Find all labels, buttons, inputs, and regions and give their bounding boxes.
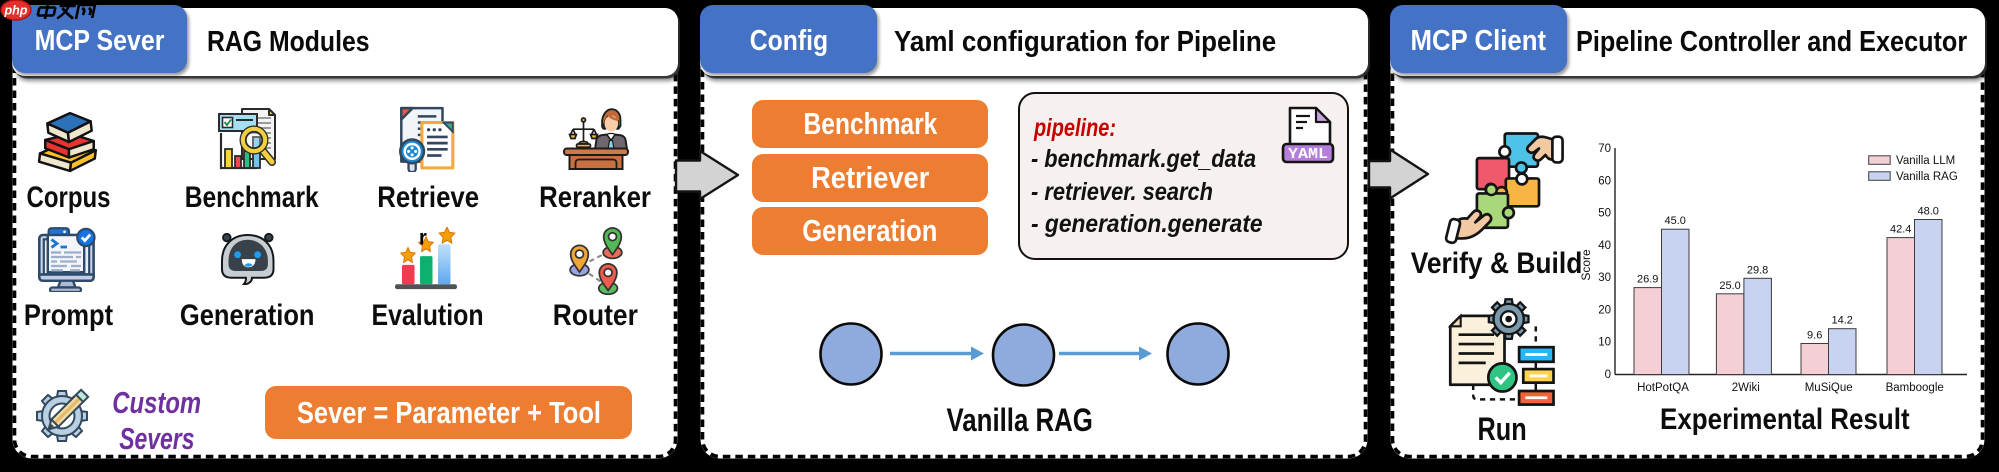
svg-text:2Wiki: 2Wiki [1732,382,1760,394]
svg-text:10: 10 [1598,337,1611,349]
svg-text:30: 30 [1598,272,1611,284]
svg-text:45.0: 45.0 [1664,215,1685,227]
svg-text:php: php [4,4,28,18]
svg-text:MuSiQue: MuSiQue [1805,382,1853,394]
svg-text:29.8: 29.8 [1747,264,1768,276]
svg-text:42.4: 42.4 [1890,224,1911,236]
svg-text:YAML: YAML [1288,147,1328,163]
svg-text:0: 0 [1605,369,1611,381]
svg-text:70: 70 [1598,143,1611,155]
svg-text:40: 40 [1598,240,1611,252]
svg-text:25.0: 25.0 [1719,280,1740,292]
svg-text:r: r [419,227,427,249]
svg-text:50: 50 [1598,208,1611,220]
svg-text:48.0: 48.0 [1917,206,1938,218]
svg-text:26.9: 26.9 [1637,274,1658,286]
svg-text:9.6: 9.6 [1807,330,1822,342]
svg-text:Score: Score [1580,249,1593,281]
svg-text:20: 20 [1598,304,1611,316]
svg-text:14.2: 14.2 [1831,315,1852,327]
svg-text:60: 60 [1598,175,1611,187]
svg-text:Bamboogle: Bamboogle [1886,382,1944,394]
svg-text:Vanilla LLM: Vanilla LLM [1896,155,1955,167]
svg-text:Vanilla RAG: Vanilla RAG [1896,171,1958,183]
svg-text:HotPotQA: HotPotQA [1637,382,1689,394]
